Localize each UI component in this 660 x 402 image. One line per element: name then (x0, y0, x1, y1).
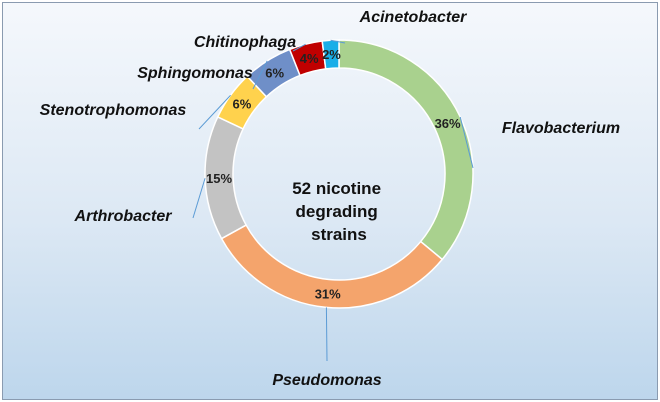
center-label-line-3: strains (311, 225, 367, 244)
category-label-flavobacterium: Flavobacterium (502, 120, 620, 137)
pct-label-flavobacterium: 36% (435, 116, 461, 131)
category-label-acinetobacter: Acinetobacter (359, 9, 467, 26)
leader-line-flavobacterium (459, 116, 474, 169)
pct-label-pseudomonas: 31% (315, 286, 341, 301)
leader-line-sphingomonas (252, 60, 268, 90)
pct-label-acinetobacter: 2% (322, 47, 341, 62)
category-label-sphingomonas: Sphingomonas (137, 65, 253, 82)
pct-label-arthrobacter: 15% (206, 171, 232, 186)
center-label-line-1: 52 nicotine (292, 179, 381, 198)
leader-line-arthrobacter (192, 178, 206, 219)
leader-line-acinetobacter (330, 39, 346, 44)
center-label: 52 nicotine degrading strains (292, 179, 386, 244)
category-label-arthrobacter: Arthrobacter (74, 208, 173, 225)
category-label-chitinophaga: Chitinophaga (194, 34, 296, 51)
leader-line-chitinophaga (292, 43, 306, 52)
pct-label-chitinophaga: 4% (300, 51, 319, 66)
category-label-stenotrophomonas: Stenotrophomonas (40, 102, 187, 119)
category-label-pseudomonas: Pseudomonas (272, 372, 381, 389)
pct-label-stenotrophomonas: 6% (233, 96, 252, 111)
slice-acinetobacter (321, 39, 340, 70)
donut-chart: 36% 31% 15% 6% 6% 4%2% FlavobacteriumPseudomo… (40, 9, 620, 389)
leader-line-pseudomonas (325, 307, 328, 362)
center-label-line-2: degrading (296, 202, 378, 221)
leader-line-stenotrophomonas (198, 94, 231, 130)
pct-label-sphingomonas: 6% (265, 66, 284, 81)
